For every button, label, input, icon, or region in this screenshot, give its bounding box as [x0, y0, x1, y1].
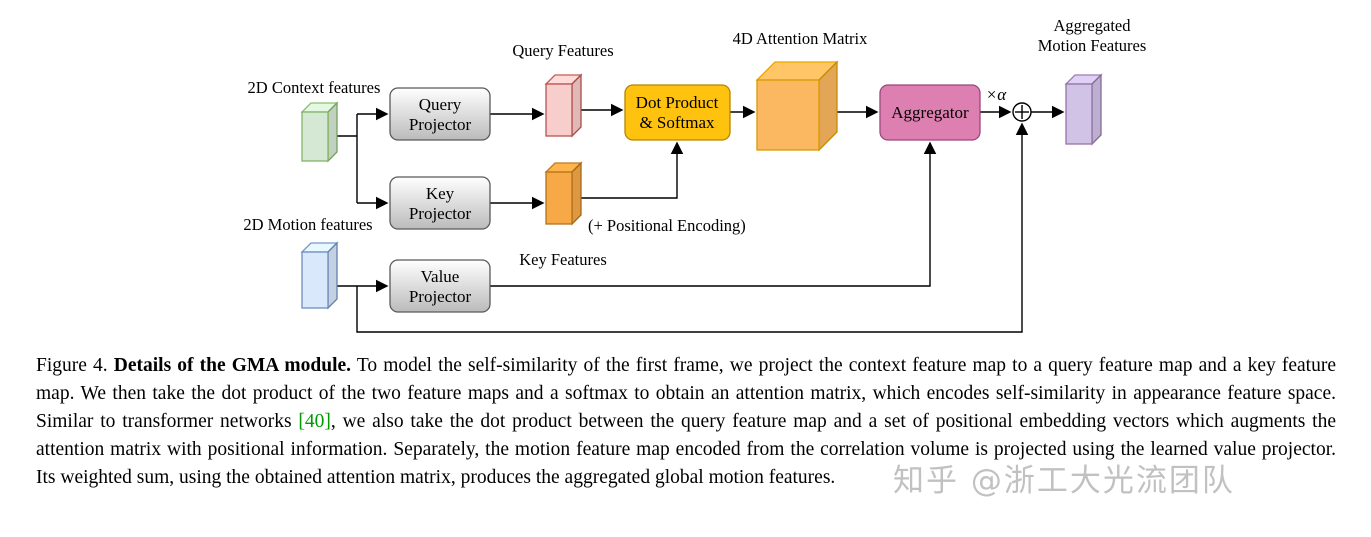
value-projector-label-2: Projector: [409, 287, 472, 306]
arrow-motion-residual-to-sum: [356, 122, 1029, 333]
figure-caption: Figure 4. Details of the GMA module. To …: [36, 352, 1336, 492]
key-projector-box: Key Projector: [389, 176, 491, 230]
sum-plus-icon: [1012, 102, 1032, 122]
attention-matrix-cube: [755, 60, 839, 152]
arrow-key-features-to-dot-product: [581, 141, 684, 199]
motion-features-slab: [300, 241, 339, 310]
connectors: [337, 103, 1065, 333]
key-projector-label-2: Projector: [409, 204, 472, 223]
query-features-slab: [544, 73, 583, 138]
key-features-label: Key Features: [519, 250, 607, 269]
value-projector-box: Value Projector: [389, 259, 491, 313]
aggregated-label-1: Aggregated: [1054, 16, 1132, 35]
context-features-slab: [300, 101, 339, 163]
figure-title: Details of the GMA module.: [113, 355, 352, 376]
aggregator-label: Aggregator: [891, 103, 969, 122]
dot-product-label-2: & Softmax: [639, 113, 715, 132]
query-features-label: Query Features: [512, 41, 613, 60]
caption-body-2: , we also take the dot product between t…: [36, 411, 1336, 488]
alpha-scale-label: ×α: [986, 85, 1007, 104]
positional-encoding-label: (+ Positional Encoding): [588, 216, 746, 235]
aggregator-box: Aggregator: [879, 84, 981, 141]
citation-link-40[interactable]: [40]: [298, 411, 331, 432]
motion-features-label: 2D Motion features: [243, 215, 372, 234]
figure-label: Figure 4.: [36, 355, 108, 376]
context-features-label: 2D Context features: [248, 78, 381, 97]
aggregated-features-slab: [1064, 73, 1103, 146]
gma-diagram: 2D Context features 2D Motion features Q…: [243, 16, 1147, 333]
attention-matrix-label: 4D Attention Matrix: [733, 29, 868, 48]
query-projector-box: Query Projector: [389, 87, 491, 141]
aggregated-label-2: Motion Features: [1038, 36, 1147, 55]
key-projector-label-1: Key: [426, 184, 455, 203]
key-features-slab: [544, 161, 583, 226]
value-projector-label-1: Value: [421, 267, 460, 286]
caption-body-1: To model the self-similarity of the firs…: [36, 355, 1336, 432]
query-projector-label-1: Query: [419, 95, 462, 114]
dot-product-label-1: Dot Product: [636, 93, 719, 112]
arrow-value-to-aggregator: [490, 141, 937, 287]
query-projector-label-2: Projector: [409, 115, 472, 134]
dot-product-box: Dot Product & Softmax: [624, 84, 731, 141]
